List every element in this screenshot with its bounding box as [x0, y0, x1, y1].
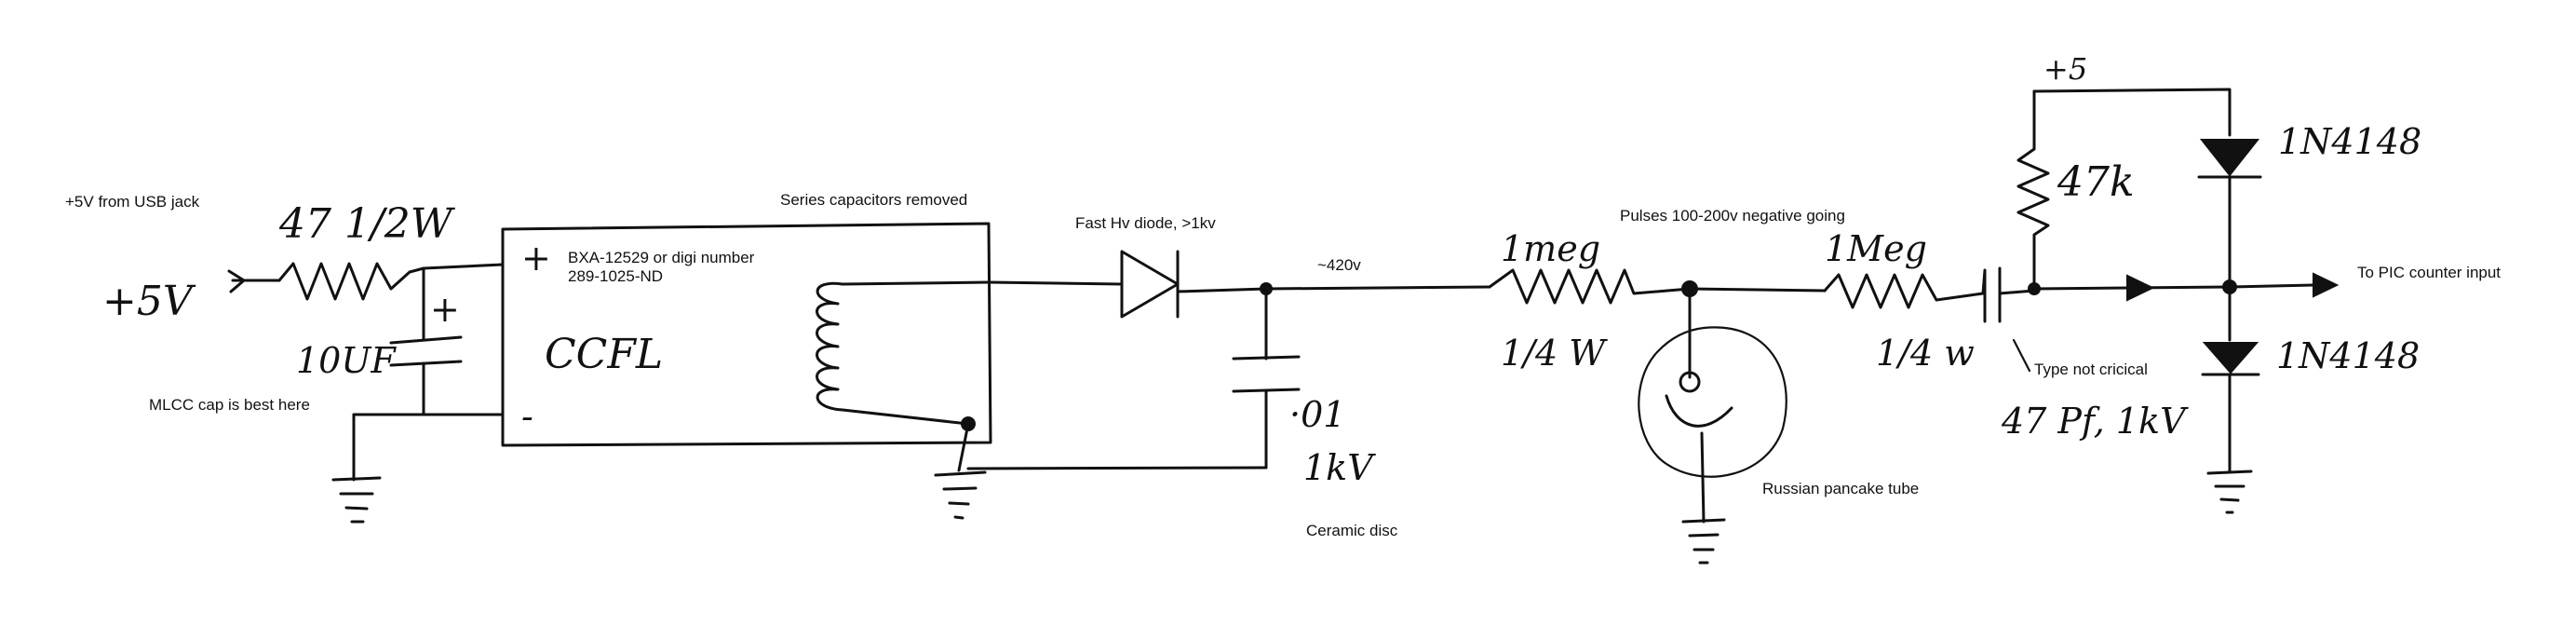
cap-10uf-plus: + [430, 289, 460, 330]
r1-power-label: 1/4 W [1501, 333, 1608, 374]
module-plus-label: + [521, 238, 551, 279]
ccfl-module-box [501, 222, 992, 447]
output-ground-icon [2206, 470, 2253, 514]
type-note-pointer [2012, 338, 2031, 373]
hv-rectifier: Fast Hv diode, >1kv ~420v ·01 1kV Cerami… [987, 214, 1491, 539]
tube-cathode-arc [1665, 394, 1733, 428]
cap-47pf-label: 47 Pf, 1kV [2001, 401, 2189, 442]
signal-direction-icon [2126, 274, 2155, 302]
tube-note: Russian pancake tube [1762, 480, 1919, 497]
tube-ground-lead [1700, 431, 1706, 524]
module-part-number-alt: 289-1025-ND [568, 267, 663, 285]
input-ground-icon [331, 476, 382, 524]
ccfl-module: Series capacitors removed + - BXA-12529 … [501, 191, 1268, 520]
r3-value-label: 47k [2057, 158, 2135, 206]
cap-10uf-plate-top [389, 335, 463, 345]
ceramic-disc-note: Ceramic disc [1306, 522, 1398, 539]
type-note: Type not cricical [2034, 361, 2148, 378]
module-ground-lead [957, 422, 970, 472]
diode-bottom-icon [2202, 342, 2259, 374]
module-part-number: BXA-12529 or digi number [568, 249, 755, 266]
input-section: +5V from USB jack +5V 47 1/2W + 10UF MLC… [65, 193, 505, 524]
diode-top-label: 1N4148 [2278, 121, 2421, 162]
mlcc-note: MLCC cap is best here [149, 396, 310, 414]
resistor-47-symbol [277, 262, 425, 301]
resistor-47-label: 47 1/2W [278, 200, 456, 248]
transformer-coil-icon [816, 280, 991, 426]
output-wire [2228, 283, 2315, 289]
hv-diode-in-wire [987, 280, 1124, 286]
r2-value-label: 1Meg [1825, 228, 1927, 269]
hv-diode-icon [1120, 250, 1180, 319]
cap-10uf-plate-bottom [389, 360, 463, 367]
hv-diode-note: Fast Hv diode, >1kv [1075, 214, 1216, 232]
resistor-1meg-a-symbol [1488, 268, 1692, 305]
resistor-1meg-b-symbol [1823, 273, 1985, 309]
hv-voltage-label: ~420v [1317, 256, 1361, 274]
output-section: +5 47k 1N4148 To PIC counter input 1N414… [2016, 51, 2501, 514]
module-ground-icon [934, 470, 987, 520]
supply-5-label: +5 [2043, 51, 2087, 87]
output-arrow-icon [2313, 272, 2340, 298]
r2-power-label: 1/4 w [1876, 333, 1975, 374]
resistor-47k-symbol [2016, 147, 2050, 272]
pancake-tube-icon [1638, 326, 1787, 478]
cap-1kv-label: 1kV [1303, 447, 1376, 488]
module-name-label: CCFL [545, 331, 663, 378]
coupling-section: 1Meg 1/4 w Type not cricical 47 Pf, 1kV [1688, 228, 2189, 442]
tube-center-electrode-icon [1679, 371, 1701, 393]
resistor-to-module-wire [422, 263, 505, 270]
usb-jack-note: +5V from USB jack [65, 193, 200, 211]
cap-47pf-icon [1981, 266, 2002, 323]
module-ground-return [966, 466, 1268, 470]
input-voltage-label: +5V [102, 278, 196, 325]
tube-section: 1meg 1/4 W Pulses 100-200v negative goin… [1488, 207, 1919, 565]
module-minus-label: - [521, 396, 533, 437]
series-caps-note: Series capacitors removed [780, 191, 967, 209]
anode-to-r2-wire [1688, 287, 1827, 293]
cap-001-plate-top [1232, 355, 1301, 361]
diode-bottom-label: 1N4148 [2276, 335, 2420, 376]
tube-ground-icon [1681, 518, 1726, 565]
pulses-note: Pulses 100-200v negative going [1620, 207, 1845, 225]
output-note: To PIC counter input [2357, 264, 2501, 281]
cap-10uf-label: 10UF [296, 340, 397, 381]
supply-rail [2032, 88, 2232, 137]
diode-top-icon [2199, 139, 2260, 177]
cap-001-label: ·01 [1289, 394, 1345, 435]
hv-bus-wire [1176, 285, 1491, 293]
input-arrow-icon [227, 269, 246, 293]
r1-value-label: 1meg [1501, 228, 1600, 269]
